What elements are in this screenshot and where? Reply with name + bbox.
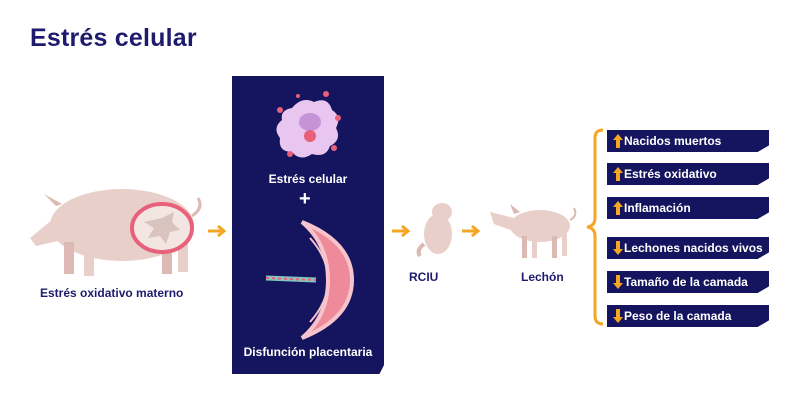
arrow-down-icon bbox=[613, 241, 623, 255]
outcome-stillborn: Nacidos muertos bbox=[607, 130, 769, 152]
cell-icon bbox=[276, 91, 341, 158]
placenta-icon bbox=[265, 220, 355, 340]
arrow-right-icon bbox=[392, 224, 411, 238]
arrow-right-icon bbox=[462, 224, 481, 238]
arrow-up-icon bbox=[613, 167, 623, 181]
outcome-label: Estrés oxidativo bbox=[624, 167, 717, 181]
outcome-oxidative-stress: Estrés oxidativo bbox=[607, 163, 769, 185]
plus-sign: + bbox=[299, 188, 311, 210]
fetus-icon bbox=[416, 203, 452, 258]
outcome-label: Inflamación bbox=[624, 201, 691, 215]
sow-label: Estrés oxidativo materno bbox=[40, 286, 184, 300]
placental-dysfunction-label: Disfunción placentaria bbox=[243, 345, 373, 359]
outcome-born-alive: Lechones nacidos vivos bbox=[607, 237, 769, 259]
outcome-litter-weight: Peso de la camada bbox=[607, 305, 769, 327]
piglet-label: Lechón bbox=[521, 270, 564, 284]
arrow-right-icon bbox=[208, 224, 227, 238]
outcome-inflammation: Inflamación bbox=[607, 197, 769, 219]
piglet-icon bbox=[490, 204, 577, 258]
outcome-label: Tamaño de la camada bbox=[624, 275, 748, 289]
sow-icon bbox=[30, 189, 202, 276]
bracket-icon bbox=[586, 128, 604, 326]
arrow-down-icon bbox=[613, 275, 623, 289]
page-title: Estrés celular bbox=[30, 24, 197, 52]
cell-stress-label: Estrés celular bbox=[268, 172, 348, 186]
outcome-label: Peso de la camada bbox=[624, 309, 732, 323]
arrow-down-icon bbox=[613, 309, 623, 323]
arrow-up-icon bbox=[613, 201, 623, 215]
rciu-label: RCIU bbox=[409, 270, 439, 284]
arrow-up-icon bbox=[613, 134, 623, 148]
outcome-litter-size: Tamaño de la camada bbox=[607, 271, 769, 293]
outcome-label: Lechones nacidos vivos bbox=[624, 241, 763, 255]
outcome-label: Nacidos muertos bbox=[624, 134, 722, 148]
